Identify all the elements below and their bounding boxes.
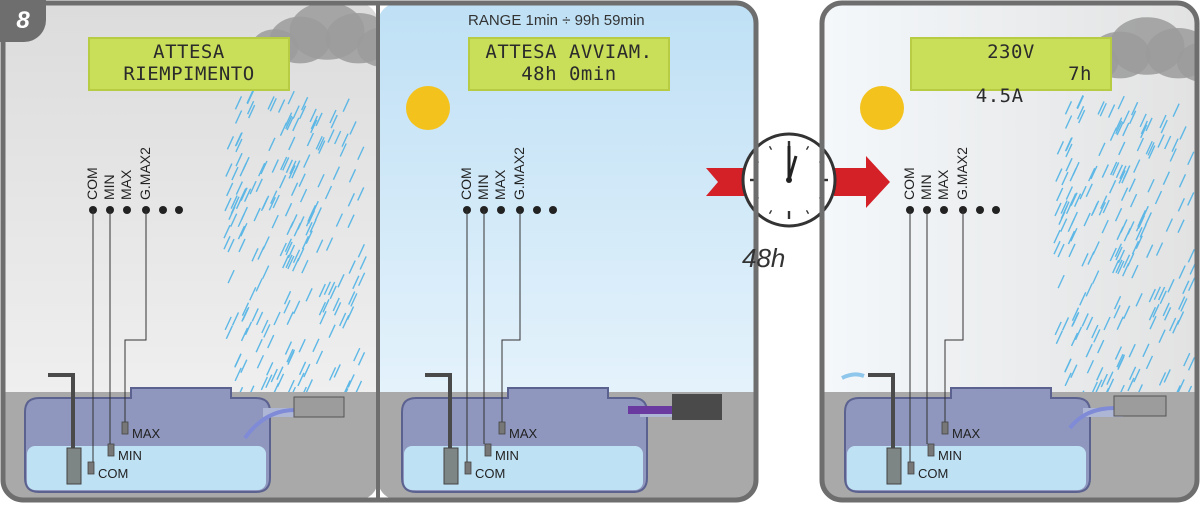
pump-icon bbox=[886, 447, 902, 485]
probe-com-icon bbox=[907, 461, 915, 475]
pump-riser bbox=[425, 373, 452, 475]
terminal-dot bbox=[123, 206, 131, 214]
terminal-label-min: MIN bbox=[918, 174, 934, 200]
pump-icon bbox=[66, 447, 82, 485]
wait-time-label: 48h bbox=[742, 243, 786, 273]
lcd-display-2: ATTESA AVVIAM. 48h 0min bbox=[468, 37, 670, 91]
lcd-3-line-2: 4.5A 7h bbox=[912, 63, 1110, 151]
terminal-dot bbox=[549, 206, 557, 214]
lcd-3-line-1: 230V bbox=[987, 41, 1035, 63]
tank-water bbox=[404, 446, 643, 490]
clock-tick bbox=[768, 145, 773, 151]
arrow-out-icon bbox=[834, 156, 890, 208]
probe-max-icon bbox=[498, 421, 506, 435]
sun-icon bbox=[406, 86, 450, 130]
lcd-1-line-2: RIEMPIMENTO bbox=[123, 63, 255, 85]
outlet-manhole bbox=[1113, 395, 1167, 417]
lcd-2-line-1: ATTESA AVVIAM. bbox=[485, 41, 653, 63]
terminal-dot bbox=[940, 206, 948, 214]
terminal-dot bbox=[159, 206, 167, 214]
clock-tick bbox=[805, 209, 810, 215]
terminal-label-min: MIN bbox=[475, 174, 491, 200]
outlet-pipe bbox=[1083, 408, 1123, 417]
lcd-3-current: 4.5A bbox=[975, 85, 1024, 107]
probe-min-icon bbox=[107, 443, 115, 457]
terminal-label-com: COM bbox=[901, 167, 917, 200]
terminal-label-max: MAX bbox=[935, 169, 951, 200]
tank-3: MAX MIN COM bbox=[823, 373, 1197, 500]
terminal-dot bbox=[976, 206, 984, 214]
terminal-dot bbox=[533, 206, 541, 214]
lcd-display-1: ATTESA RIEMPIMENTO bbox=[88, 37, 290, 91]
wire-max bbox=[124, 210, 147, 422]
probe-label-min: MIN bbox=[118, 448, 142, 463]
terminal-label-min: MIN bbox=[101, 174, 117, 200]
clock-hand-hour bbox=[787, 155, 798, 181]
probe-label-max: MAX bbox=[952, 426, 981, 441]
probe-label-min: MIN bbox=[495, 448, 519, 463]
terminal-label-g-max2: G.MAX2 bbox=[954, 147, 970, 200]
range-label: RANGE 1min ÷ 99h 59min bbox=[468, 12, 645, 29]
rain-icon bbox=[223, 89, 367, 402]
terminal-label-max: MAX bbox=[492, 169, 508, 200]
pump-discharge bbox=[841, 372, 865, 380]
probe-label-com: COM bbox=[918, 466, 948, 481]
probe-max-icon bbox=[941, 421, 949, 435]
sun-icon bbox=[860, 86, 904, 130]
clock-tick bbox=[805, 145, 810, 151]
terminal-label-g-max2: G.MAX2 bbox=[511, 147, 527, 200]
probe-label-com: COM bbox=[98, 466, 128, 481]
panel-frame-right bbox=[819, 0, 1200, 503]
lcd-display-3: 230V 4.5A 7h bbox=[910, 37, 1112, 107]
clock-tick bbox=[768, 209, 773, 215]
pump-riser bbox=[868, 373, 895, 475]
terminal-label-com: COM bbox=[84, 167, 100, 200]
pump-riser bbox=[48, 373, 75, 475]
clock-icon bbox=[741, 132, 837, 228]
closed-pipe bbox=[628, 406, 674, 414]
terminal-dot bbox=[497, 206, 505, 214]
wire-max bbox=[944, 210, 964, 422]
probe-com-icon bbox=[464, 461, 472, 475]
probe-label-max: MAX bbox=[509, 426, 538, 441]
probe-com-icon bbox=[87, 461, 95, 475]
closed-valve bbox=[672, 394, 722, 420]
lcd-3-hours: 7h bbox=[1068, 63, 1092, 85]
clock-center bbox=[786, 177, 792, 183]
overflow-stream bbox=[243, 408, 296, 440]
outlet-manhole bbox=[293, 396, 345, 418]
probe-min-icon bbox=[484, 443, 492, 457]
probe-label-max: MAX bbox=[132, 426, 161, 441]
probe-max-icon bbox=[121, 421, 129, 435]
terminal-label-com: COM bbox=[458, 167, 474, 200]
terminal-label-g-max2: G.MAX2 bbox=[137, 147, 153, 200]
wire-max bbox=[501, 210, 521, 422]
probe-label-com: COM bbox=[475, 466, 505, 481]
probe-label-min: MIN bbox=[938, 448, 962, 463]
pump-icon bbox=[443, 447, 459, 485]
tank-water bbox=[27, 446, 266, 490]
probe-min-icon bbox=[927, 443, 935, 457]
overflow-stream bbox=[1068, 406, 1116, 430]
terminal-label-max: MAX bbox=[118, 169, 134, 200]
terminal-dot bbox=[175, 206, 183, 214]
terminal-dot bbox=[992, 206, 1000, 214]
step-number-badge: 8 bbox=[0, 0, 46, 42]
tank-1: MAX MIN COM bbox=[3, 373, 378, 500]
lcd-2-line-2: 48h 0min bbox=[521, 63, 617, 85]
tank-water bbox=[847, 446, 1086, 490]
lcd-1-line-1: ATTESA bbox=[153, 41, 225, 63]
